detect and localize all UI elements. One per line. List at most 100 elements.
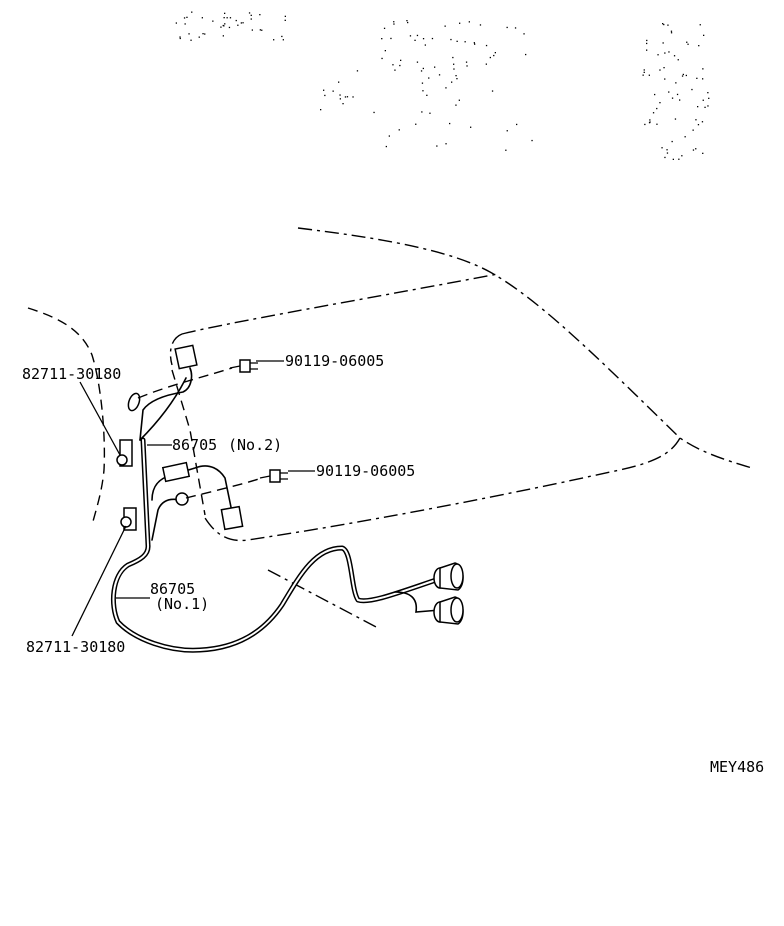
speckle [384, 50, 386, 52]
speckle [707, 105, 709, 107]
speckle [681, 75, 684, 77]
speckle [388, 135, 390, 137]
speckle [356, 70, 359, 72]
clip-lower-label: 82711-30180 [26, 638, 125, 656]
harness-no1 [110, 437, 445, 653]
speckle [707, 92, 709, 94]
speckle [698, 45, 700, 47]
speckle [646, 49, 648, 51]
speckle [699, 24, 701, 26]
speckle [339, 94, 341, 96]
leader-lines [71, 360, 315, 637]
speckle [424, 44, 426, 46]
speckle [646, 39, 648, 42]
speckle [222, 35, 224, 37]
speckle [692, 149, 695, 151]
speckle [421, 111, 423, 113]
door-edge-line [27, 307, 106, 526]
speckle [242, 22, 244, 24]
speckle [456, 78, 458, 80]
speckle [191, 11, 193, 13]
speckle [664, 52, 666, 54]
speckle [399, 64, 401, 67]
speckle [643, 71, 645, 73]
speckle [453, 63, 455, 65]
speckle [409, 35, 412, 37]
speckle [223, 17, 225, 19]
speckle [474, 43, 476, 45]
bolt-upper-label: 90119-06005 [285, 352, 384, 370]
speckle [666, 152, 669, 154]
speckle [644, 123, 646, 126]
speckle [445, 143, 447, 145]
speckle [428, 77, 430, 79]
speckle [649, 119, 651, 121]
vehicle-body-outline [27, 227, 753, 629]
speckle [668, 51, 670, 53]
speckle [677, 59, 679, 61]
speckle [505, 149, 507, 151]
speckle [273, 39, 275, 41]
speckle [414, 39, 416, 41]
speckle [673, 55, 676, 57]
speckle [381, 57, 383, 60]
speckle [695, 148, 697, 150]
speckle [703, 34, 705, 36]
speckle [393, 23, 395, 25]
lamp-socket-lower [433, 596, 464, 625]
wire-no2-part-label: 86705 [172, 436, 217, 454]
speckle [212, 20, 214, 22]
speckle [684, 136, 686, 138]
speckle [656, 123, 658, 125]
speckle [686, 41, 688, 43]
speckle [224, 12, 226, 14]
ground-terminal [127, 392, 141, 412]
speckle [671, 140, 673, 143]
speckle [678, 158, 680, 160]
speckle [465, 61, 468, 63]
speckle [687, 43, 689, 45]
speckle [664, 156, 666, 159]
speckle [438, 74, 441, 76]
speckle [250, 14, 252, 16]
speckle [445, 87, 447, 89]
speckle [671, 97, 674, 99]
speckle [452, 56, 454, 59]
speckle [493, 54, 495, 57]
speckle [224, 23, 226, 25]
speckle [400, 59, 402, 61]
speckle [426, 94, 428, 96]
speckle [657, 54, 659, 56]
speckle [226, 17, 228, 19]
speckle [179, 37, 181, 40]
speckle [458, 99, 460, 101]
speckle [666, 149, 668, 151]
speckle [668, 91, 670, 93]
speckle [451, 81, 453, 83]
speckle [385, 145, 387, 148]
speckle [392, 64, 394, 66]
speckle [531, 139, 533, 142]
speckle [201, 17, 203, 19]
speckle [431, 37, 434, 40]
speckle [664, 78, 666, 80]
speckle [184, 23, 186, 25]
speckle [670, 32, 673, 34]
speckle [681, 155, 683, 157]
speckle [525, 53, 527, 56]
speckle [654, 93, 656, 96]
speckle [186, 16, 188, 18]
speckle [420, 70, 423, 72]
speckle [248, 12, 251, 14]
connector-right [220, 505, 244, 531]
speckle [646, 42, 648, 45]
speckle [670, 30, 673, 32]
speckle [183, 17, 186, 19]
speckle [523, 33, 525, 35]
speckle [506, 130, 508, 132]
speckle [393, 21, 395, 23]
speckle [663, 67, 665, 69]
speckle [261, 29, 263, 31]
speckle [516, 123, 518, 126]
